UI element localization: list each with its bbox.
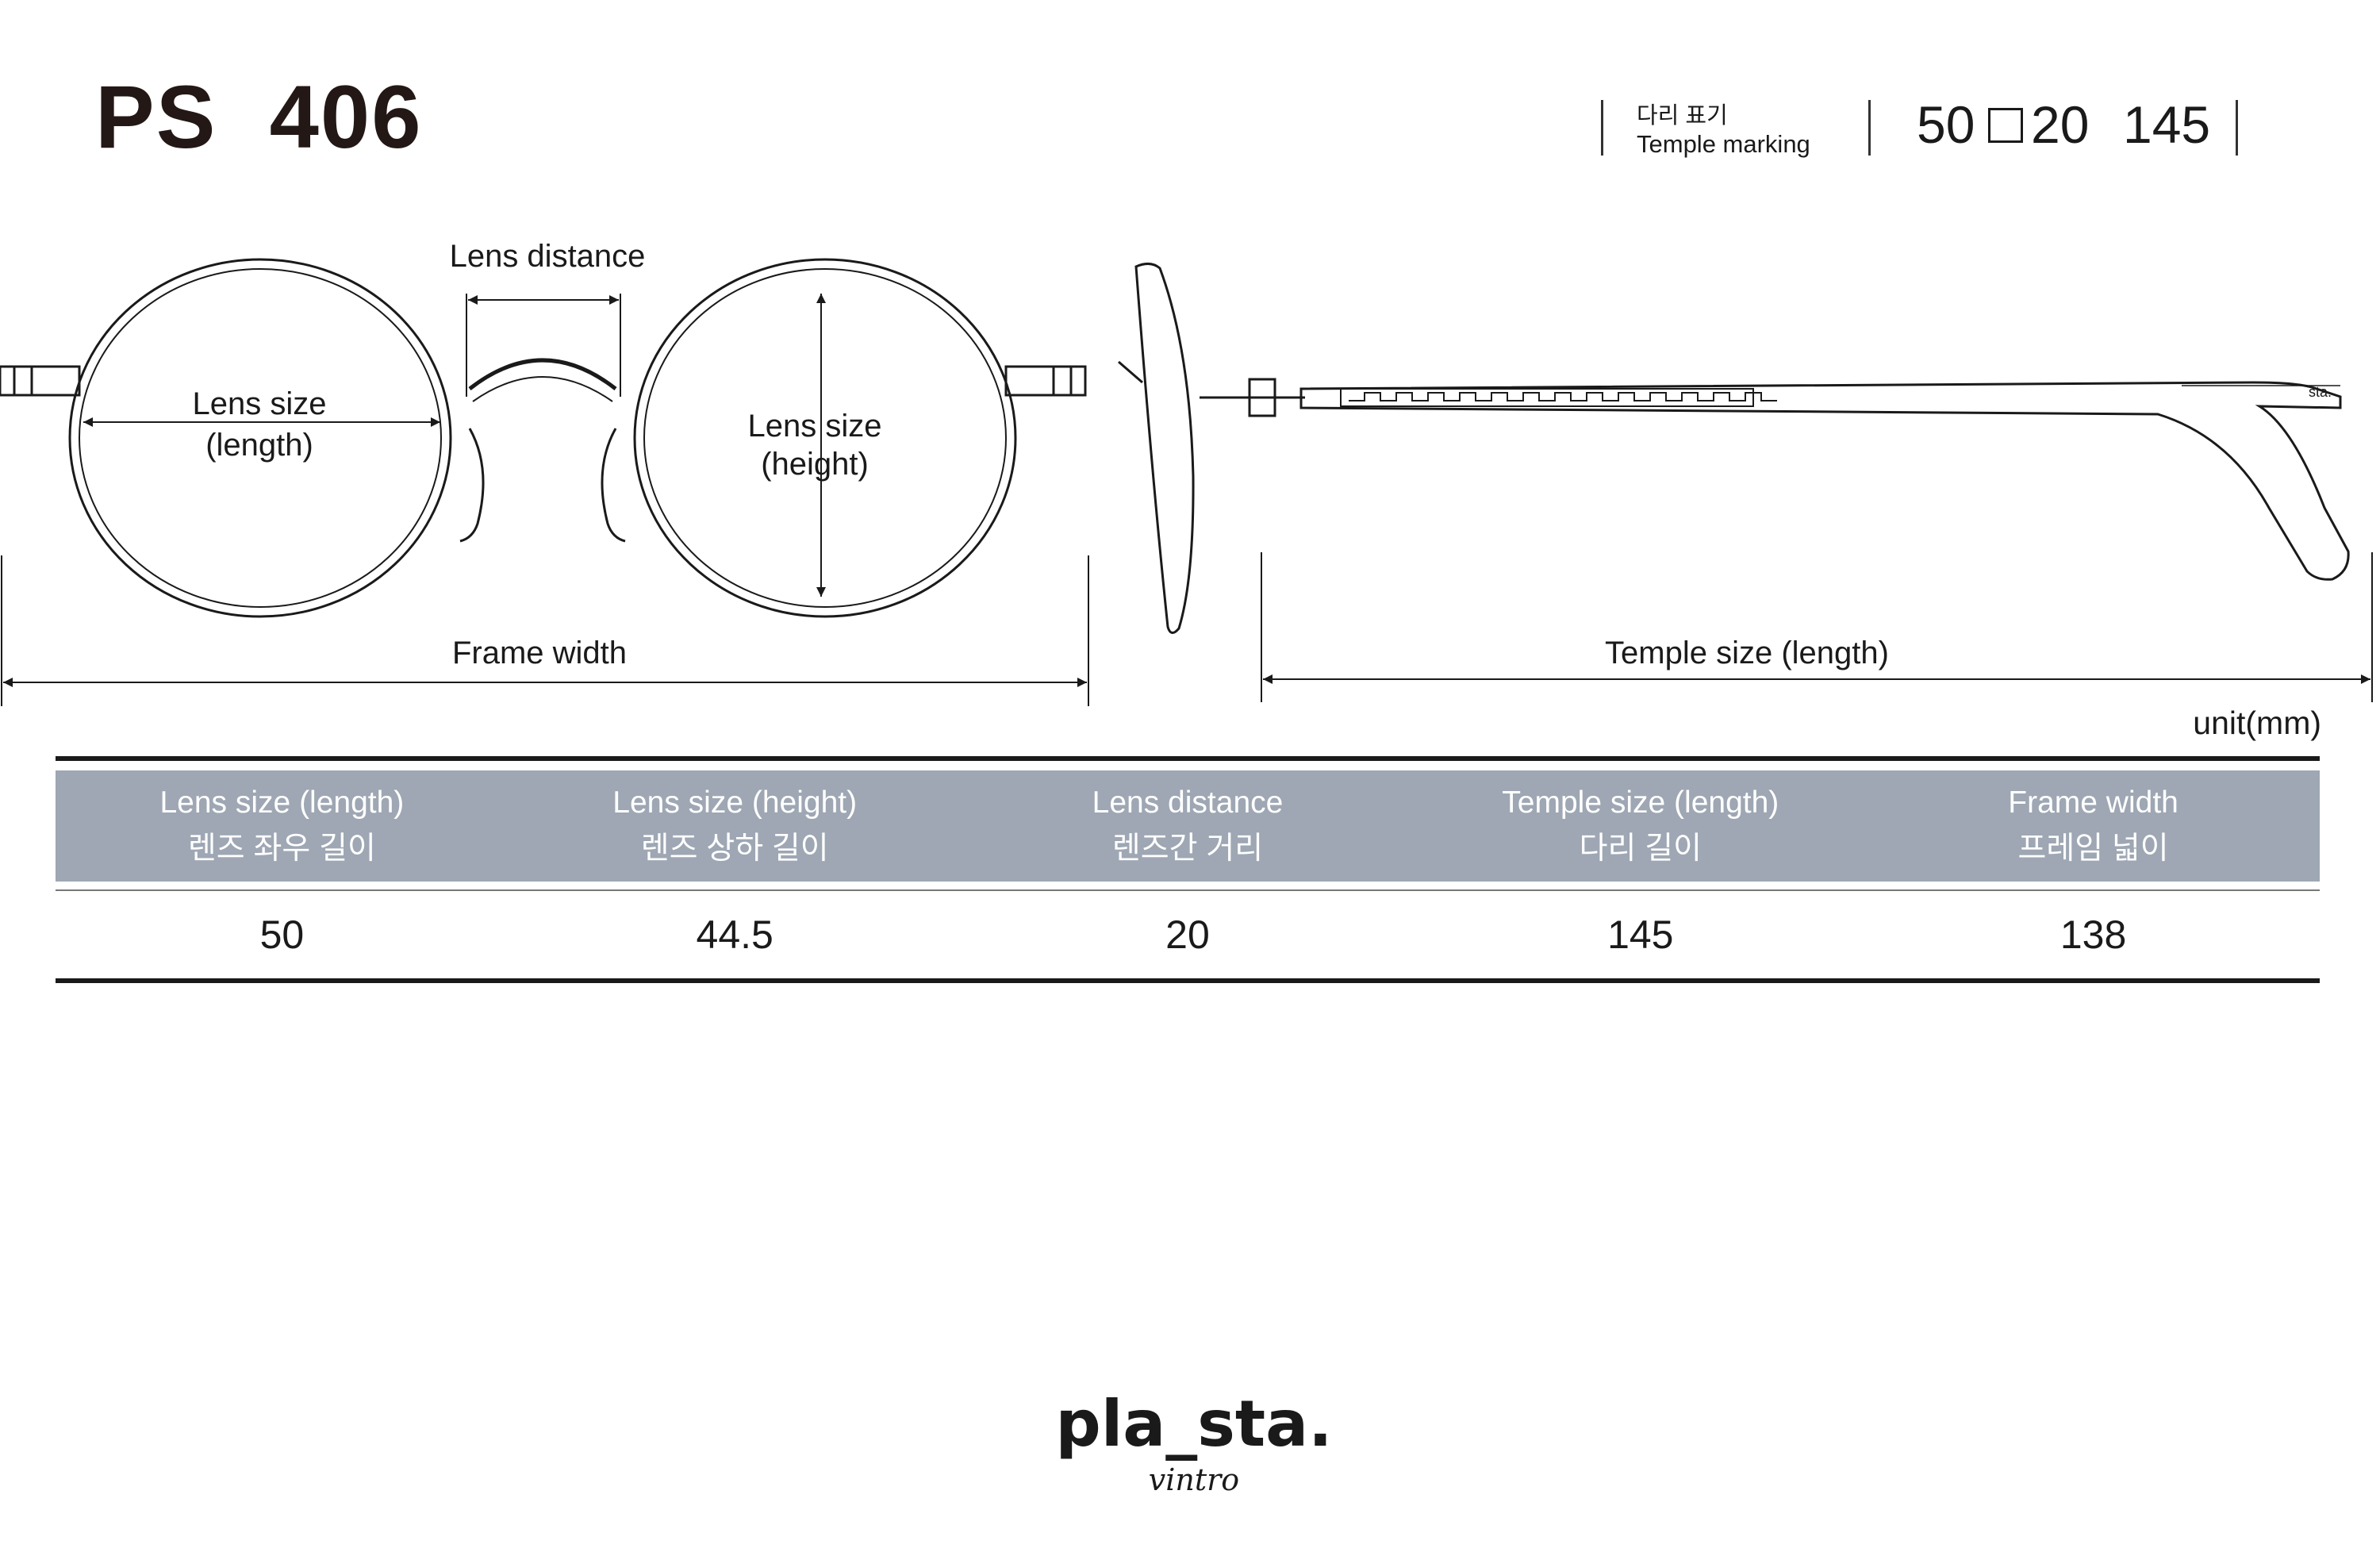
table-rule	[56, 756, 2320, 761]
eyewear-diagram: sta. Lens distance Lens size (length) Le…	[0, 239, 2373, 706]
table-cell: 145	[1607, 912, 1674, 957]
column-header-kr: 렌즈 상하 길이	[640, 832, 829, 866]
table-row: 50 44.5 20 145 138	[56, 891, 2320, 978]
right-hinge	[1004, 365, 1087, 397]
side-view	[1118, 263, 2350, 634]
temple-marking-lens: 50	[1917, 95, 1975, 154]
temple-marking-bridge: 20	[2031, 95, 2090, 154]
column-header-en: Frame width	[2008, 786, 2178, 820]
column-header-en: Temple size (length)	[1502, 786, 1779, 820]
bridge	[468, 358, 617, 390]
lens-length-label-line1: Lens size	[193, 386, 327, 421]
left-hinge	[0, 365, 81, 397]
right-lens-rim	[633, 258, 1017, 618]
divider	[1601, 100, 1603, 156]
temple-arm	[1299, 381, 2350, 581]
column-header-kr: 다리 길이	[1579, 832, 1702, 866]
front-view	[0, 258, 1087, 618]
temple-pattern-band	[1340, 388, 1754, 407]
column-header-en: Lens size (length)	[159, 786, 405, 820]
unit-label: unit(mm)	[2193, 705, 2321, 741]
temple-marking-label-en: Temple marking	[1637, 130, 1810, 158]
table-rule	[56, 978, 2320, 983]
brand-logo: pla_sta. vintro	[1056, 1396, 1333, 1497]
table-cell: 44.5	[696, 912, 774, 957]
divider	[2236, 100, 2238, 156]
left-nose-pad	[459, 428, 485, 543]
side-front-frame	[1134, 263, 1195, 634]
table-rule	[56, 889, 2320, 891]
column-header: Frame width 프레임 넓이	[1867, 770, 2320, 882]
table-cell: 20	[1165, 912, 1210, 957]
table-header: Lens size (length) 렌즈 좌우 길이 Lens size (h…	[56, 770, 2320, 882]
table-cell: 138	[2059, 912, 2127, 957]
temple-marking-temple: 145	[2123, 95, 2211, 154]
lens-height-label-line2: (height)	[761, 447, 869, 482]
column-header-kr: 렌즈 좌우 길이	[187, 832, 376, 866]
brand-sub-text: vintro	[1149, 1462, 1239, 1497]
dimension-lines	[1, 294, 2373, 706]
temple-marking-label-kr: 다리 표기	[1637, 103, 1728, 129]
column-header-kr: 렌즈간 거리	[1111, 832, 1264, 866]
lens-length-label-line2: (length)	[205, 428, 313, 463]
column-header: Lens size (length) 렌즈 좌우 길이	[56, 770, 509, 882]
lens-distance-label: Lens distance	[450, 239, 646, 274]
column-header-en: Lens size (height)	[612, 786, 858, 820]
box-symbol-icon	[1988, 108, 2023, 143]
column-header: Lens distance 렌즈간 거리	[962, 770, 1415, 882]
divider	[1868, 100, 1871, 156]
column-header-en: Lens distance	[1092, 786, 1284, 820]
column-header: Lens size (height) 렌즈 상하 길이	[509, 770, 962, 882]
right-nose-pad	[601, 428, 626, 543]
temple-engraving-text: sta.	[2309, 384, 2332, 400]
brand-logo-text: pla_sta.	[1056, 1396, 1333, 1461]
model-title: PS 406	[95, 67, 423, 167]
table-cell: 50	[259, 912, 305, 957]
lens-height-label-line1: Lens size	[748, 409, 882, 444]
spec-table: Lens size (length) 렌즈 좌우 길이 Lens size (h…	[56, 756, 2320, 983]
frame-width-label: Frame width	[452, 636, 627, 670]
temple-length-label: Temple size (length)	[1605, 636, 1889, 670]
column-header: Temple size (length) 다리 길이	[1414, 770, 1867, 882]
column-header-kr: 프레임 넓이	[2017, 832, 2169, 866]
left-lens-rim	[68, 258, 452, 618]
